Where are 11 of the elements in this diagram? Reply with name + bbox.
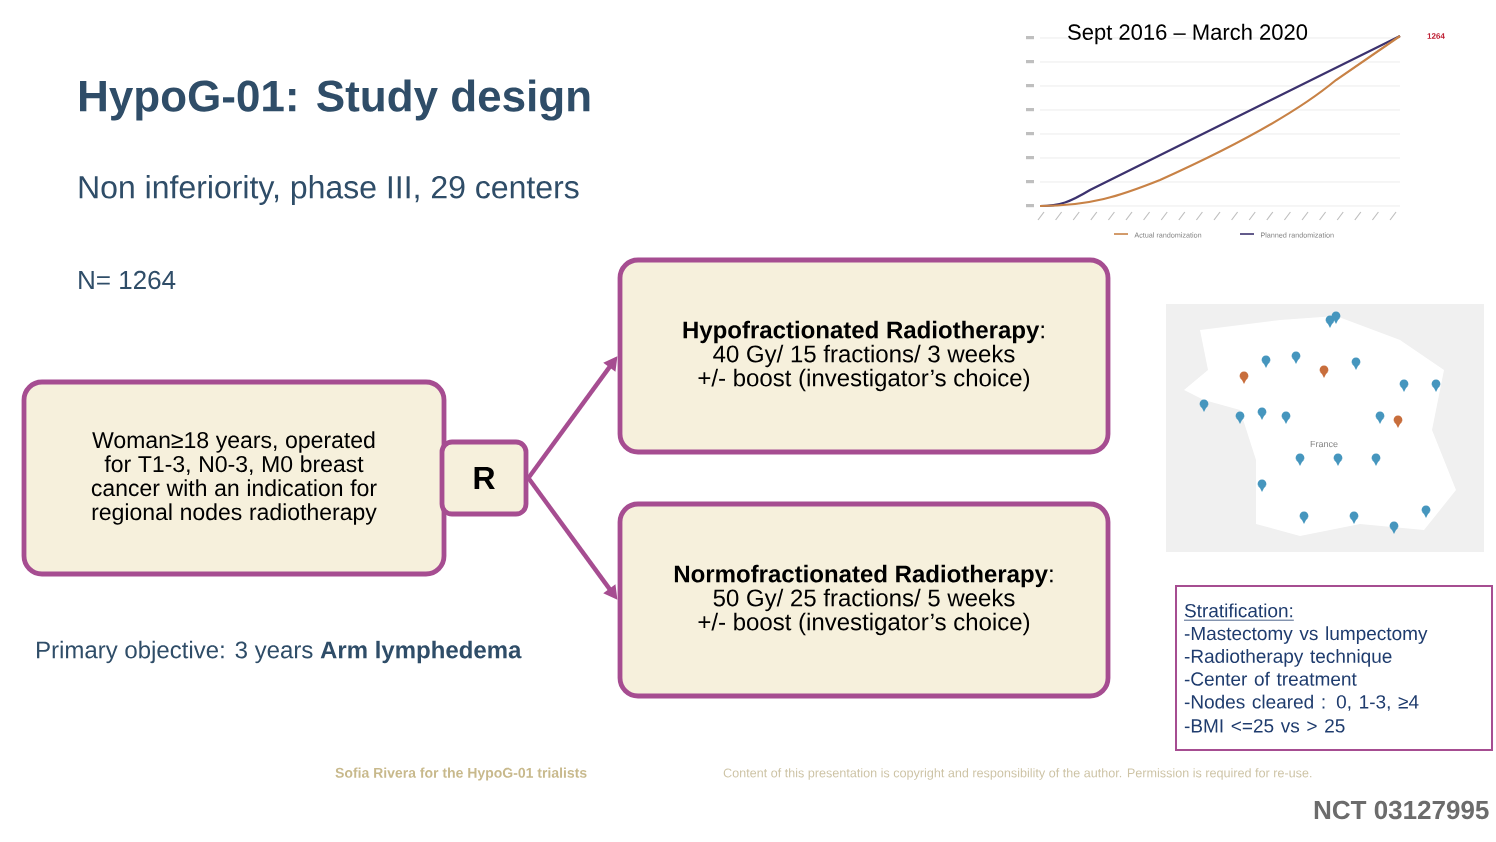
subtitle: Non inferiority, phase III, 29 centers [79,175,579,205]
treatment-box: Normofractionated Radiotherapy: 50 Gy/ 25 fractions/ 5 weeks +/- boost (investigator’s choice) [617,501,1111,699]
treatment-box: Hypofractionated Radiotherapy: 40 Gy/ 15 fractions/ 3 weeks +/- boost (investigator’s choice) [617,257,1111,455]
stratification-box: Stratification: -Mastectomy vs lumpectomy -Radiotherapy technique -Center of treatment -Nodes cleared : 0, 1-3, ≥4 -BMI <=25 vs > 25 [1175,585,1493,751]
randomization-box: R [439,439,529,517]
objective-text: Primary objective: 3 years Arm lymphedema [37,640,522,664]
sample-size: N= 1264 [79,270,176,290]
chart-title: Sept 2016 – March 2020 [1068,23,1308,45]
slide-title: HypoG-01: Study design [80,79,590,121]
eligibility-box: Woman≥18 years, operated for T1-3, N0-3, M0 breast cancer with an indication for regional nodes radiotherapy [21,379,447,577]
trial-id: NCT 03127995 [1314,800,1489,820]
